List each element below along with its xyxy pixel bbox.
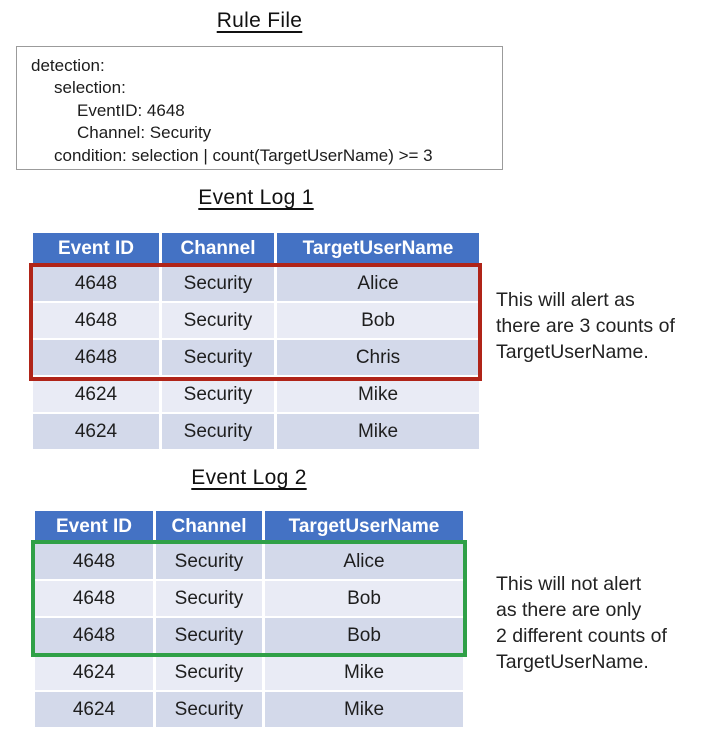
cell-targetusername: Bob <box>265 581 463 616</box>
rule-file-box: detection: selection: EventID: 4648 Chan… <box>16 46 503 170</box>
table-header-row: Event ID Channel TargetUserName <box>35 511 463 542</box>
table-header-row: Event ID Channel TargetUserName <box>33 233 479 264</box>
table-row: 4648 Security Bob <box>35 581 463 616</box>
table-row: 4624 Security Mike <box>33 377 479 412</box>
cell-event-id: 4648 <box>33 340 162 375</box>
cell-targetusername: Chris <box>277 340 479 375</box>
no-alert-note: This will not alert as there are only 2 … <box>496 571 667 675</box>
cell-channel: Security <box>156 655 265 690</box>
cell-event-id: 4624 <box>35 655 156 690</box>
note-line: TargetUserName. <box>496 651 649 673</box>
cell-event-id: 4648 <box>35 581 156 616</box>
cell-event-id: 4624 <box>33 377 162 412</box>
cell-event-id: 4624 <box>35 692 156 727</box>
table-row: 4648 Security Alice <box>33 266 479 301</box>
rule-file-title: Rule File <box>216 9 303 32</box>
column-header-channel: Channel <box>162 233 277 264</box>
table-row: 4624 Security Mike <box>35 655 463 690</box>
cell-targetusername: Mike <box>265 692 463 727</box>
table-row: 4648 Security Bob <box>33 303 479 338</box>
rule-line-selection: selection: <box>54 78 126 98</box>
alert-highlight-box <box>29 263 482 381</box>
cell-event-id: 4648 <box>33 303 162 338</box>
table-row: 4648 Security Chris <box>33 340 479 375</box>
column-header-targetusername: TargetUserName <box>277 233 479 264</box>
cell-targetusername: Alice <box>265 544 463 579</box>
cell-channel: Security <box>156 692 265 727</box>
cell-targetusername: Mike <box>277 414 479 449</box>
cell-channel: Security <box>162 377 277 412</box>
column-header-channel: Channel <box>156 511 265 542</box>
note-line: 2 different counts of <box>496 625 667 647</box>
event-log-2-table: Event ID Channel TargetUserName 4648 Sec… <box>35 511 463 729</box>
rule-line-eventid: EventID: 4648 <box>77 100 185 120</box>
cell-channel: Security <box>162 303 277 338</box>
table-row: 4648 Security Alice <box>35 544 463 579</box>
table-row: 4648 Security Bob <box>35 618 463 653</box>
note-line: This will alert as <box>496 289 635 311</box>
column-header-event-id: Event ID <box>33 233 162 264</box>
cell-channel: Security <box>162 414 277 449</box>
cell-event-id: 4624 <box>33 414 162 449</box>
event-log-1-title: Event Log 1 <box>198 186 314 209</box>
rule-line-detection: detection: <box>31 56 105 75</box>
cell-channel: Security <box>162 340 277 375</box>
note-line: there are 3 counts of <box>496 315 675 337</box>
rule-line-channel: Channel: Security <box>77 123 212 143</box>
event-log-2-title: Event Log 2 <box>191 466 307 489</box>
cell-event-id: 4648 <box>33 266 162 301</box>
note-line: This will not alert <box>496 573 642 595</box>
cell-targetusername: Bob <box>277 303 479 338</box>
alert-note: This will alert as there are 3 counts of… <box>496 287 675 365</box>
table-row: 4624 Security Mike <box>33 414 479 449</box>
cell-event-id: 4648 <box>35 544 156 579</box>
column-header-targetusername: TargetUserName <box>265 511 463 542</box>
cell-targetusername: Bob <box>265 618 463 653</box>
cell-targetusername: Mike <box>277 377 479 412</box>
note-line: TargetUserName. <box>496 341 649 363</box>
event-log-1-table: Event ID Channel TargetUserName 4648 Sec… <box>33 233 479 451</box>
cell-targetusername: Alice <box>277 266 479 301</box>
note-line: as there are only <box>496 599 642 621</box>
table-row: 4624 Security Mike <box>35 692 463 727</box>
cell-event-id: 4648 <box>35 618 156 653</box>
cell-channel: Security <box>156 581 265 616</box>
rule-line-condition: condition: selection | count(TargetUserN… <box>54 145 433 165</box>
no-alert-highlight-box <box>31 540 467 657</box>
cell-channel: Security <box>156 544 265 579</box>
cell-targetusername: Mike <box>265 655 463 690</box>
column-header-event-id: Event ID <box>35 511 156 542</box>
cell-channel: Security <box>162 266 277 301</box>
cell-channel: Security <box>156 618 265 653</box>
